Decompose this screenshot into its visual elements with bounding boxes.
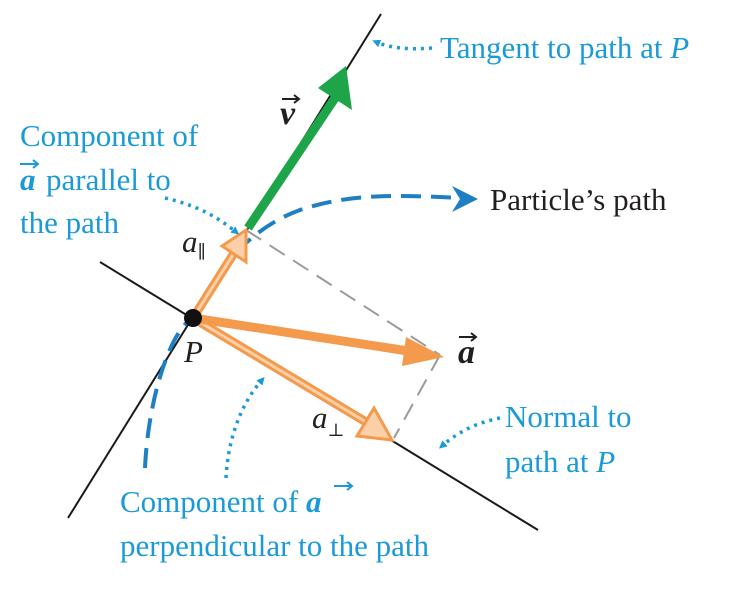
projection-line-parallel bbox=[245, 229, 441, 356]
particle-path-curve bbox=[143, 194, 461, 469]
normal-leader-arrow bbox=[439, 416, 501, 449]
normal-label-line1: Normal to bbox=[505, 399, 632, 434]
a-parallel-arrow-head bbox=[219, 227, 248, 265]
projection-line-perpendicular bbox=[393, 354, 441, 439]
component-perp-line1: Component of a bbox=[120, 484, 322, 519]
component-parallel-line3: the path bbox=[20, 205, 119, 240]
component-parallel-vector-mark bbox=[20, 159, 40, 169]
a-perp-label: a⊥ bbox=[312, 400, 344, 440]
perpendicular-leader-arrow bbox=[224, 376, 265, 479]
velocity-vector-mark bbox=[282, 94, 301, 104]
a-parallel-arrow-core bbox=[191, 249, 238, 319]
acceleration-arrow-head bbox=[402, 337, 444, 366]
particle-path-label: Particle’s path bbox=[490, 182, 667, 217]
a-perp-arrow-core bbox=[192, 316, 367, 424]
component-perp-line2: perpendicular to the path bbox=[120, 528, 430, 563]
point-p-label: P bbox=[183, 334, 203, 369]
tangent-leader-arrow bbox=[372, 39, 433, 51]
tangent-label: Tangent to path at P bbox=[440, 30, 689, 65]
particle-path-arrowhead bbox=[452, 186, 478, 212]
a-perp-arrow-head bbox=[354, 405, 395, 442]
component-parallel-line2: parallel to bbox=[46, 162, 171, 197]
component-parallel-symbol: a bbox=[20, 162, 36, 197]
normal-label-line2: path at P bbox=[505, 444, 615, 479]
velocity-arrow-shaft bbox=[244, 95, 339, 231]
acceleration-arrow-shaft bbox=[192, 313, 409, 356]
velocity-label: v bbox=[280, 95, 296, 132]
a-parallel-label: a∥ bbox=[182, 224, 206, 262]
point-p-dot bbox=[184, 309, 202, 327]
component-parallel-line1: Component of bbox=[20, 118, 199, 153]
acceleration-vector-mark bbox=[459, 332, 478, 342]
velocity-arrow-head bbox=[318, 66, 352, 110]
parallel-leader-arrow bbox=[164, 196, 240, 235]
component-perp-vector-mark bbox=[334, 481, 354, 491]
acceleration-label: a bbox=[458, 334, 475, 371]
